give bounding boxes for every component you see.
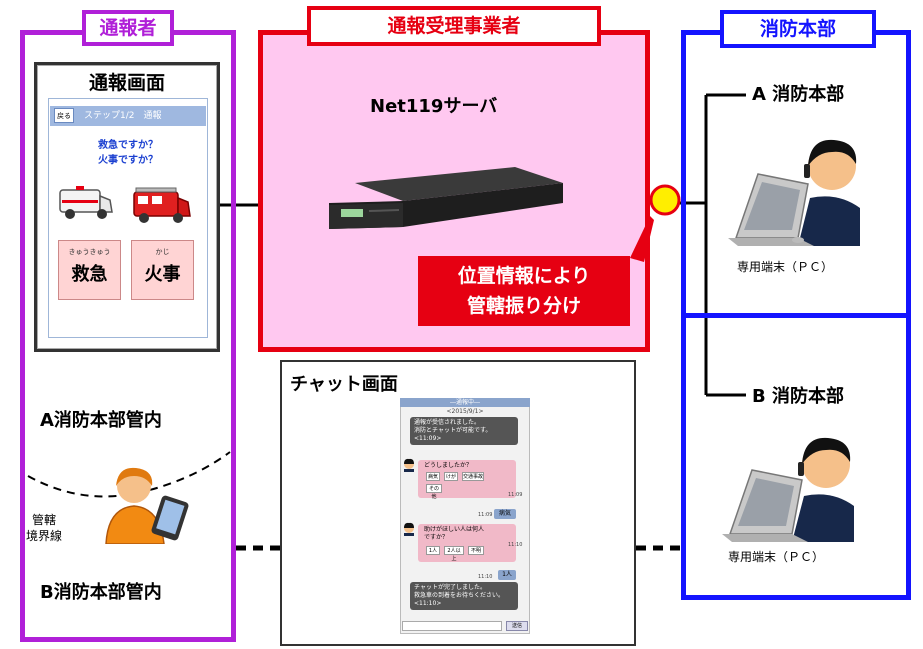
- reporter-tag: 通報者: [82, 10, 174, 46]
- option-injury[interactable]: けが: [444, 472, 458, 481]
- dispatcher-avatar-icon: [404, 458, 414, 472]
- fire-truck-icon: [133, 187, 191, 223]
- dispatcher-avatar-icon-2: [404, 522, 414, 536]
- phone-header: [50, 106, 206, 126]
- option-one-person[interactable]: 1人: [426, 546, 440, 555]
- chat-question-2-text: 助けがほしい人は何人 ですか？: [424, 526, 485, 541]
- fire-hq-b-terminal: 専用端末（ＰＣ）: [728, 550, 825, 564]
- chat-header: ―通報中―: [400, 398, 530, 407]
- chat-answer-2-time: 11:10: [478, 574, 493, 580]
- reporter-person-icon: [105, 467, 189, 544]
- server-icon: [329, 167, 563, 229]
- server-name: Net119サーバ: [370, 96, 498, 117]
- chat-answer-2: 1人: [498, 570, 516, 580]
- option-traffic-accident[interactable]: 交通事故: [462, 472, 484, 481]
- fire-ruby: かじ: [155, 248, 170, 256]
- zone-b-label: B消防本部管内: [40, 582, 162, 603]
- option-unknown[interactable]: 不明: [468, 546, 484, 555]
- emergency-button[interactable]: きゅうきゅう 救急: [58, 240, 121, 300]
- chat-question-2-time: 11:10: [508, 542, 523, 548]
- fire-hq-a-label: A 消防本部: [752, 84, 845, 105]
- operator-a-icon: [728, 139, 860, 246]
- chat-question-1-text: どうしましたか？: [424, 462, 473, 469]
- routing-note: 位置情報により 管轄振り分け: [418, 256, 630, 326]
- fire-button[interactable]: かじ 火事: [131, 240, 194, 300]
- fire-hq-a-terminal: 専用端末（ＰＣ）: [737, 260, 834, 274]
- emergency-question: 救急ですか？ 火事ですか？: [98, 140, 158, 166]
- report-screen-title: 通報画面: [88, 72, 165, 94]
- chat-question-2: [418, 524, 516, 562]
- chat-answer-1: 病気: [494, 509, 516, 519]
- zone-a-label: A消防本部管内: [40, 410, 162, 431]
- chat-question-1-time: 11:09: [508, 492, 523, 498]
- option-two-or-more[interactable]: 2人以上: [444, 546, 464, 562]
- fire-label: 火事: [144, 264, 181, 285]
- fire-dept-tag: 消防本部: [720, 10, 876, 48]
- chat-message-input[interactable]: [402, 621, 502, 631]
- fire-dept-divider: [681, 313, 911, 318]
- chat-send-button[interactable]: 送信: [506, 621, 528, 631]
- option-other[interactable]: その他: [426, 484, 442, 500]
- chat-screen-title: チャット画面: [290, 374, 398, 395]
- chat-system-message-start: 通報が受信されました。 消防とチャットが可能です。 <11:09>: [410, 417, 518, 445]
- operator-b-icon: [722, 437, 854, 542]
- emergency-ruby: きゅうきゅう: [68, 248, 111, 256]
- chat-date: <2015/9/1>: [446, 408, 484, 415]
- chat-system-message-end: チャットが完了しました。 救急車の到着をお待ちください。 <11:10>: [410, 582, 518, 610]
- boundary-label: 管轄 境界線: [26, 513, 63, 543]
- routing-pointer: [630, 216, 654, 262]
- operator-tag: 通報受理事業者: [307, 6, 601, 46]
- ambulance-icon: [59, 186, 113, 219]
- fire-hq-b-label: B 消防本部: [752, 386, 844, 407]
- option-illness[interactable]: 病気: [426, 472, 440, 481]
- back-button[interactable]: 戻る: [54, 108, 74, 123]
- step-indicator: ステップ1/2 通報: [84, 111, 162, 121]
- connector-dot: [649, 184, 681, 216]
- emergency-label: 救急: [71, 264, 108, 285]
- chat-answer-1-time: 11:09: [478, 512, 493, 518]
